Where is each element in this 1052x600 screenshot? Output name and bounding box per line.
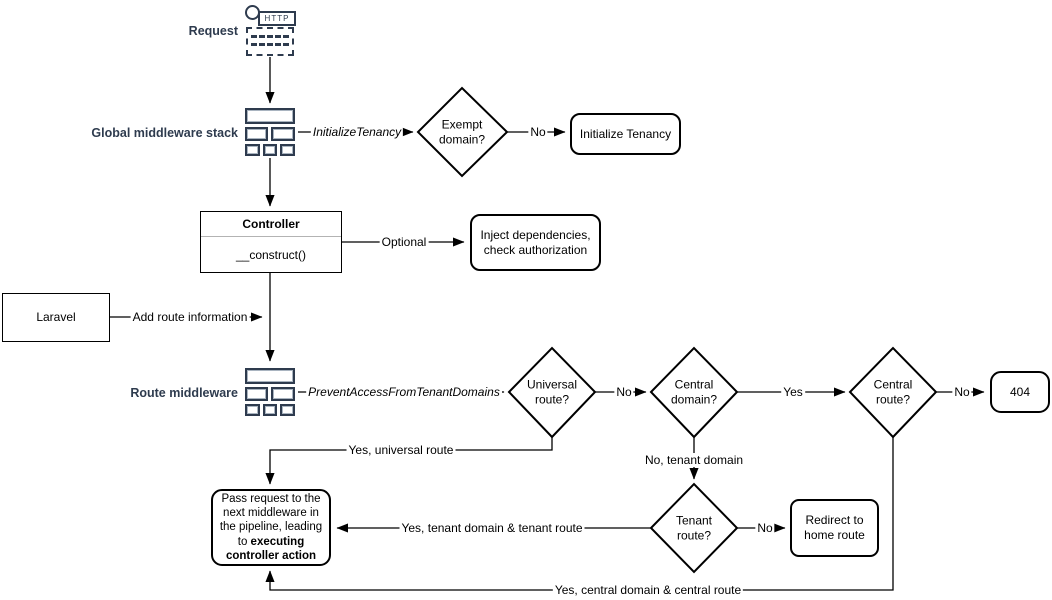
controller-title: Controller (201, 212, 341, 237)
laravel-node: Laravel (2, 293, 110, 342)
stack-cell-icon (263, 144, 277, 156)
route-middleware-stack-icon (245, 368, 297, 416)
global-middleware-stack-icon (245, 108, 297, 156)
stack-cell-icon (245, 404, 260, 416)
stack-cell-icon (245, 108, 295, 124)
stack-cell-icon (245, 387, 268, 401)
http-request-icon: HTTP (244, 3, 298, 57)
edge-label-optional: Optional (379, 235, 429, 249)
edge-label-yes-universal-route: Yes, universal route (346, 443, 456, 457)
stack-cell-icon (245, 144, 260, 156)
tenant-route-label: Tenant route? (675, 513, 713, 542)
request-lane-label: Request (188, 24, 238, 38)
pass-request-node: Pass request to the next middleware in t… (211, 489, 331, 566)
stack-cell-icon (263, 404, 277, 416)
controller-node: Controller __construct() (200, 211, 342, 273)
stack-cell-icon (280, 404, 295, 416)
stack-cell-icon (245, 127, 268, 141)
global-middleware-lane-label: Global middleware stack (91, 126, 238, 140)
central-domain-label: Central domain? (670, 377, 718, 406)
redirect-home-node: Redirect to home route (790, 499, 879, 557)
edge-label-central-route-no: No (952, 385, 972, 399)
edge-label-exempt-no: No (528, 125, 548, 139)
request-body-icon (246, 27, 294, 56)
edge-label-yes-tenant-route: Yes, tenant domain & tenant route (399, 521, 585, 535)
stack-cell-icon (280, 144, 295, 156)
controller-construct-method: __construct() (235, 247, 307, 262)
stack-cell-icon (271, 127, 295, 141)
stack-cell-icon (245, 368, 295, 384)
central-route-label: Central route? (873, 377, 913, 406)
pass-request-text: Pass request to the next middleware in t… (215, 492, 327, 564)
stack-cell-icon (271, 387, 295, 401)
universal-route-label: Universal route? (526, 377, 578, 406)
edge-label-prevent-access: PreventAccessFromTenantDomains (306, 385, 502, 399)
exempt-domain-label: Exempt domain? (438, 117, 486, 146)
request-circle-icon (245, 5, 260, 20)
initialize-tenancy-node: Initialize Tenancy (570, 113, 681, 155)
edge-label-no-tenant-domain: No, tenant domain (642, 453, 746, 467)
route-middleware-lane-label: Route middleware (130, 386, 238, 400)
edge-label-yes-central-route: Yes, central domain & central route (552, 583, 744, 597)
not-found-404-node: 404 (990, 371, 1050, 413)
edge-label-tenant-route-no: No (755, 521, 775, 535)
request-body-line-icon (251, 43, 289, 46)
edge-label-central-domain-yes: Yes (781, 385, 805, 399)
pass-request-text-bold: executing controller action (225, 535, 317, 563)
http-protocol-icon: HTTP (258, 11, 296, 26)
edge-label-initialize-tenancy: InitializeTenancy (310, 125, 404, 139)
edge-label-add-route-information: Add route information (130, 310, 250, 324)
request-body-line-icon (251, 35, 289, 38)
pass-request-text-regular: Pass request to the next middleware in t… (219, 492, 323, 548)
inject-dependencies-node: Inject dependencies, check authorization (470, 214, 601, 271)
edge-label-universal-no: No (614, 385, 634, 399)
